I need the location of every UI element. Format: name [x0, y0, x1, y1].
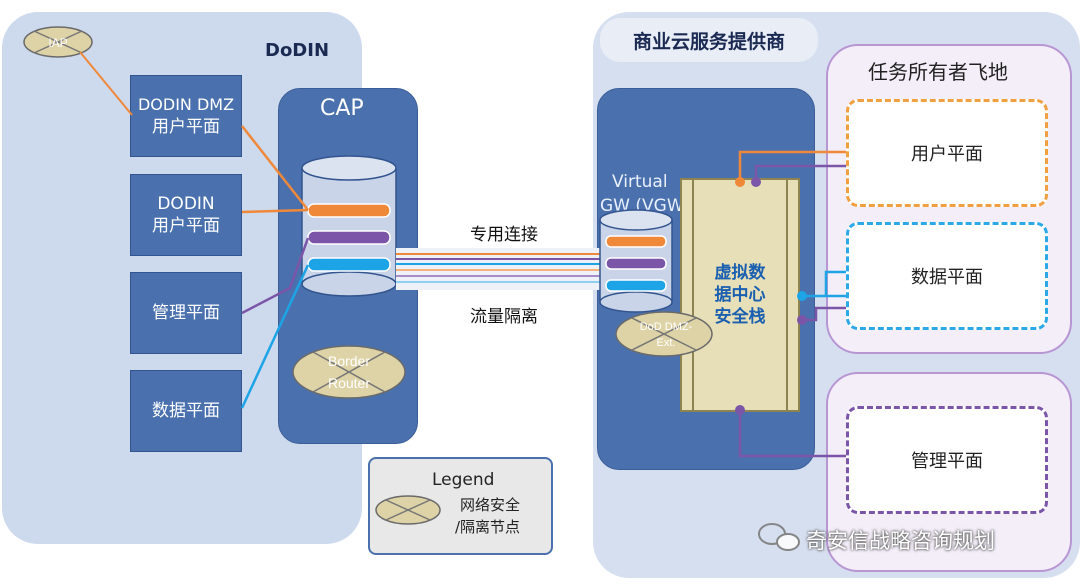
cap-title: CAP — [320, 96, 364, 121]
box-label-line1: 数据平面 — [152, 401, 220, 421]
stack-to-data-plane-line — [802, 270, 846, 298]
iap-label: IAP — [48, 36, 67, 50]
iap-connection-line — [79, 51, 133, 116]
user-plane-zone: 用户平面 — [846, 99, 1048, 207]
box-label-line2: 用户平面 — [152, 117, 220, 137]
vgw-label-line1: Virtual — [612, 172, 668, 192]
box-label-line2: 用户平面 — [152, 216, 220, 236]
stack-to-mgmt-plane-line — [738, 410, 846, 458]
stack-to-data-plane-mgmt-line — [802, 306, 846, 322]
security-line: 安全栈 — [714, 307, 766, 327]
security-stack — [680, 178, 800, 412]
connection-dot — [797, 315, 807, 325]
box-label-line1: 管理平面 — [152, 303, 220, 323]
management-plane-box: 管理平面 — [130, 272, 242, 354]
data-plane-label: 数据平面 — [911, 267, 983, 288]
mgmt-to-cap-line — [241, 237, 310, 315]
dod-dmz-ext-node — [615, 311, 713, 357]
wechat-icon — [758, 523, 800, 551]
dodin-user-plane-box: DODIN 用户平面 — [130, 174, 242, 256]
box-label-line1: DODIN — [157, 194, 215, 214]
security-line: 虚拟数 — [714, 263, 766, 283]
legend-node-icon — [375, 495, 441, 525]
watermark-text: 奇安信战略咨询规划 — [806, 529, 995, 553]
security-stack-label: 虚拟数 据中心 安全栈 — [694, 262, 786, 328]
connection-dot — [797, 291, 807, 301]
stack-to-user-plane-line — [738, 150, 846, 182]
legend-line2: /隔离节点 — [455, 518, 521, 536]
legend-title: Legend — [432, 470, 495, 490]
cap-cylinder — [301, 155, 397, 297]
management-plane-zone: 管理平面 — [846, 406, 1048, 514]
dmz-ext-label-line2: Ext. — [657, 337, 676, 349]
enclave-title: 任务所有者飞地 — [868, 60, 1008, 84]
dmz-to-cap-line — [241, 125, 309, 211]
iap-node — [23, 26, 93, 58]
cloud-provider-title: 商业云服务提供商 — [632, 30, 785, 53]
vgw-cylinder — [599, 209, 673, 313]
stack-to-user-plane-mgmt-line — [754, 164, 846, 182]
data-to-cap-line — [240, 264, 310, 409]
border-router-node — [292, 345, 406, 399]
security-line: 据中心 — [714, 285, 766, 305]
dmz-ext-label-line1: DoD DMZ- — [640, 321, 693, 333]
dodin-to-cap-line — [241, 208, 309, 214]
management-plane-label: 管理平面 — [911, 451, 983, 472]
dodin-dmz-user-plane-box: DODIN DMZ 用户平面 — [130, 75, 242, 157]
dedicated-connection-label: 专用连接 — [470, 225, 538, 245]
connection-dot — [735, 405, 745, 415]
cloud-provider-header: 商业云服务提供商 — [600, 18, 818, 62]
user-plane-label: 用户平面 — [911, 144, 983, 165]
border-router-label-line1: Border — [328, 353, 370, 369]
box-label-line1: DODIN DMZ — [137, 95, 235, 114]
data-plane-zone: 数据平面 — [846, 222, 1048, 330]
traffic-isolation-label: 流量隔离 — [470, 307, 538, 327]
border-router-label-line2: Router — [328, 375, 370, 391]
connection-dot — [751, 177, 761, 187]
dodin-title: DoDIN — [265, 40, 330, 61]
connection-dot — [735, 177, 745, 187]
data-plane-box: 数据平面 — [130, 370, 242, 452]
dedicated-connection-pipe — [396, 248, 606, 290]
legend-line1: 网络安全 — [460, 496, 521, 514]
